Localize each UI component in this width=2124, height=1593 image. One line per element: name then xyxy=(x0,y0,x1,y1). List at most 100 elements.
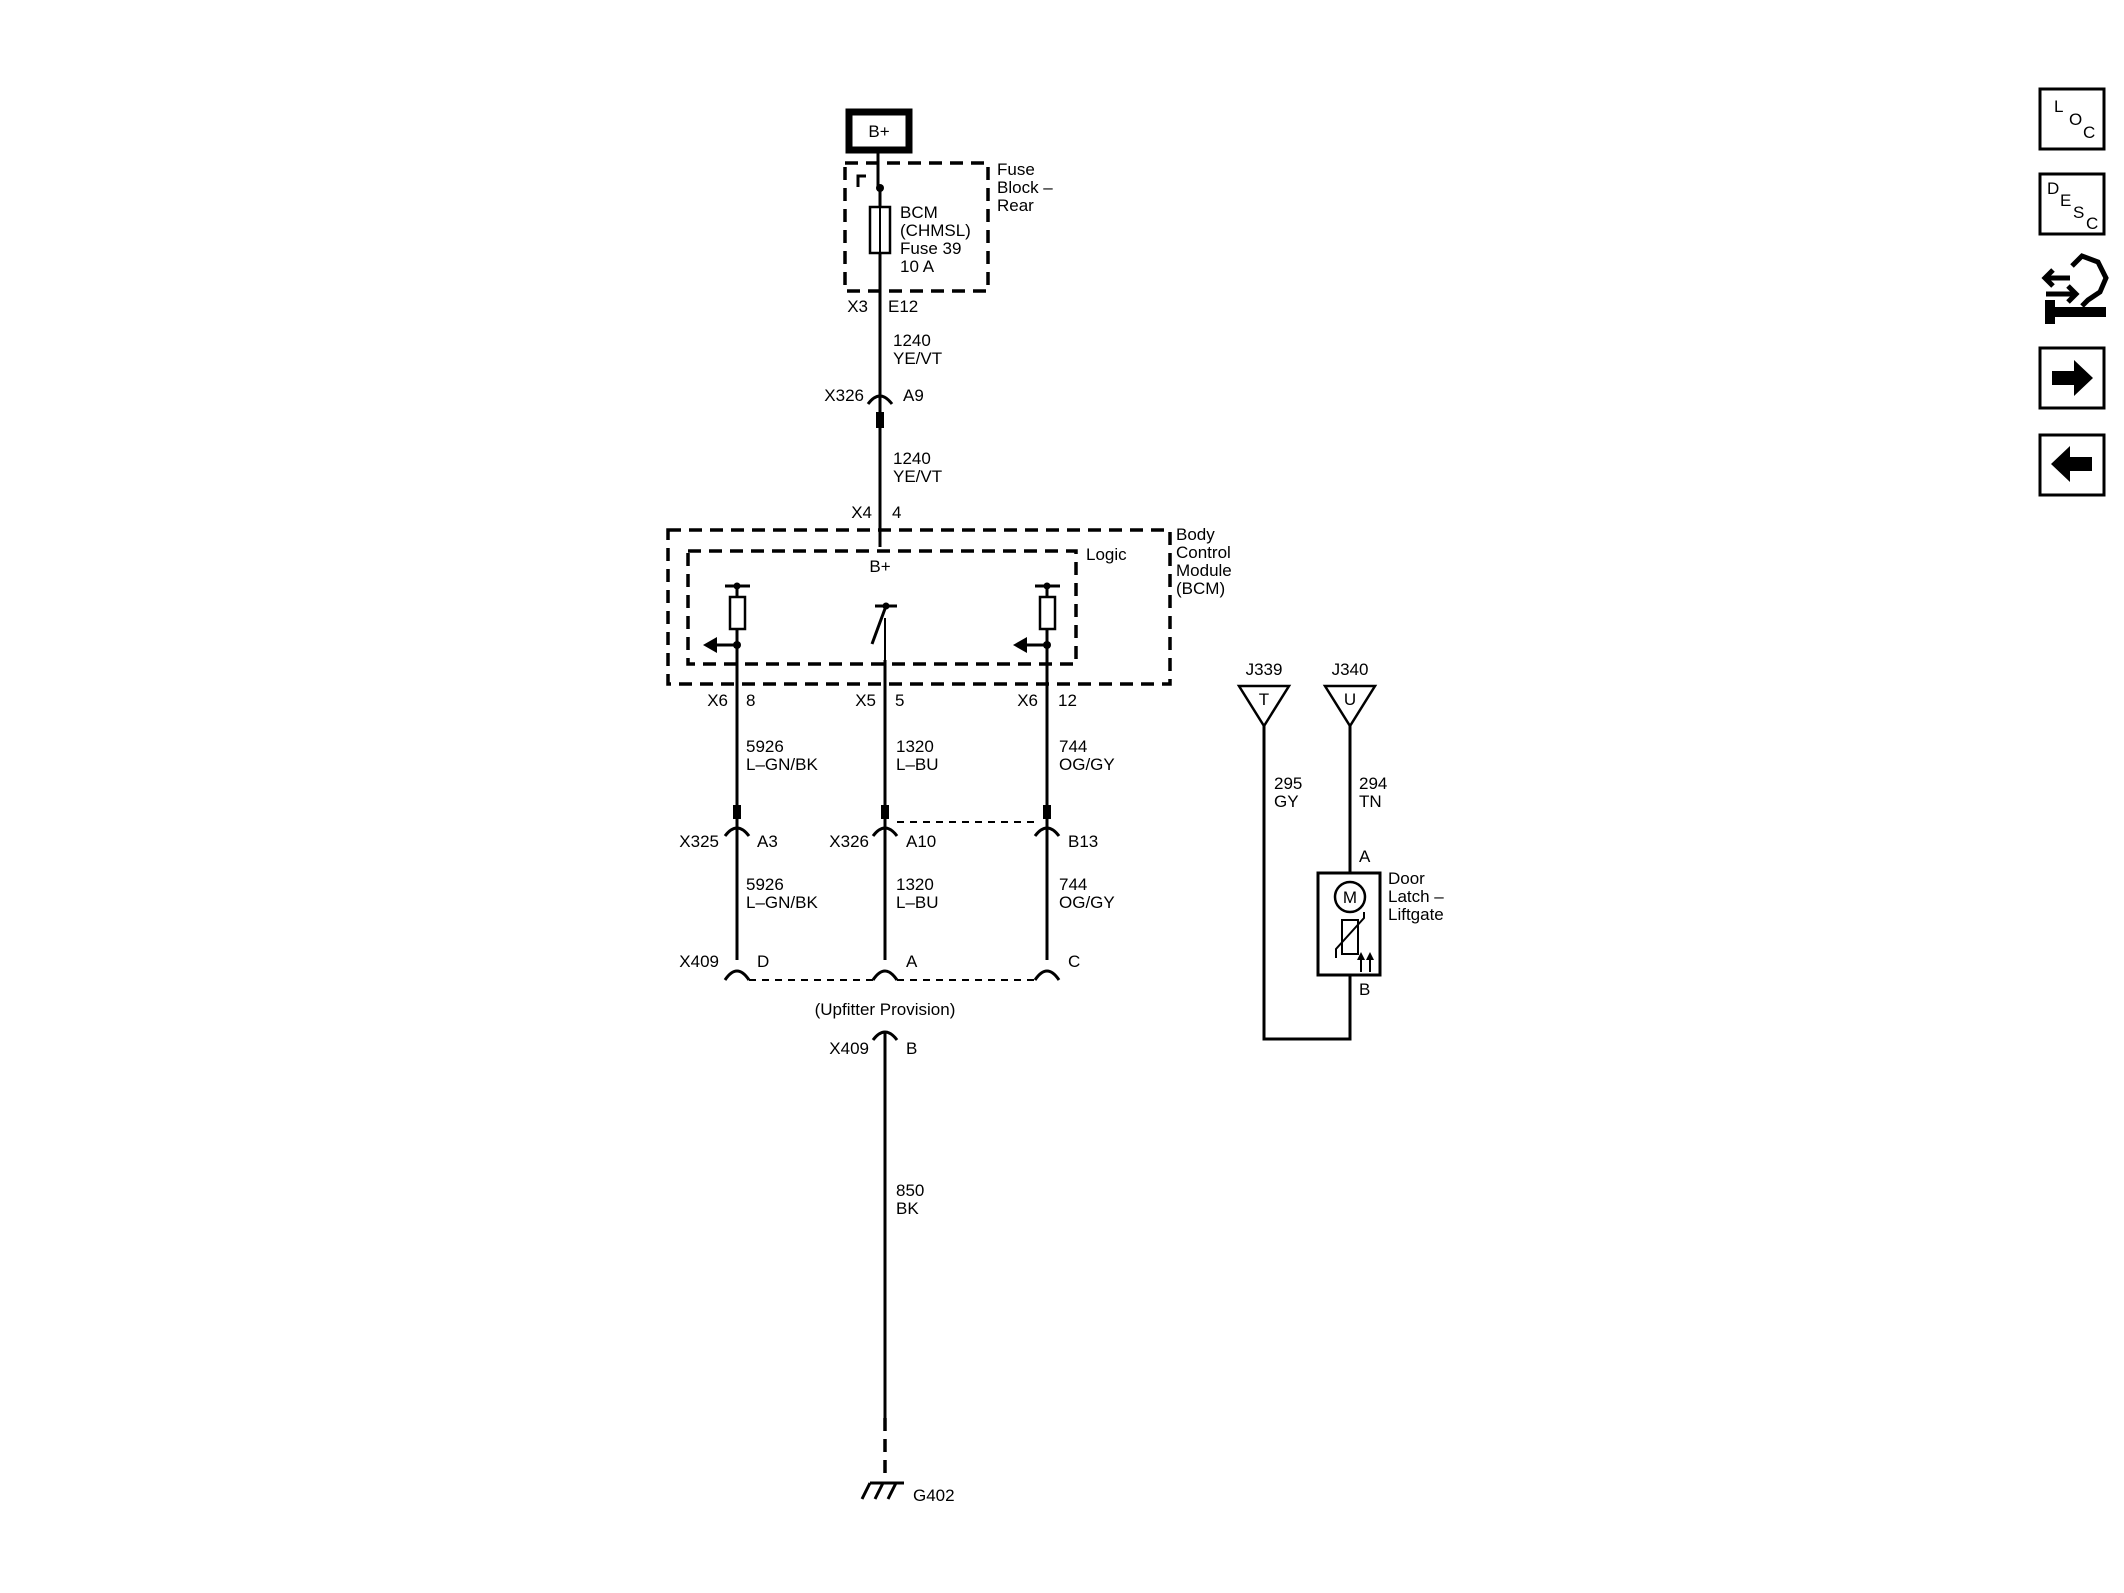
bcm-name-1: Body xyxy=(1176,525,1215,544)
previous-page-arrow-icon[interactable] xyxy=(2038,433,2106,497)
x409-b-conn: X409 xyxy=(829,1039,869,1058)
wire-1240-circuit-upper: 1240 xyxy=(893,331,931,350)
upfitter-provision-label: (Upfitter Provision) xyxy=(815,1000,956,1019)
wire-1240-color-lower: YE/VT xyxy=(893,467,942,486)
body-control-module: Body Control Module (BCM) Logic B+ xyxy=(666,525,1232,686)
motor-label: M xyxy=(1343,888,1357,907)
connector-end-view-icon[interactable] xyxy=(2041,253,2109,324)
j340-letter: U xyxy=(1344,690,1356,709)
wire-850-circuit: 850 xyxy=(896,1181,924,1200)
ground-icon xyxy=(860,1481,904,1500)
wire-5926-color-lower: L–GN/BK xyxy=(746,893,818,912)
j339-letter: T xyxy=(1259,690,1269,709)
description-button[interactable]: D E S C xyxy=(2038,172,2106,236)
fuse-label-2: (CHMSL) xyxy=(900,221,971,240)
out-left-conn: X6 xyxy=(707,691,728,710)
inline-left-pin: A3 xyxy=(757,832,778,851)
door-latch-name-1: Door xyxy=(1388,869,1425,888)
fuse-block-name-2: Block – xyxy=(997,178,1053,197)
fuse-label-3: Fuse 39 xyxy=(900,239,961,258)
fuse-block-pin: E12 xyxy=(888,297,918,316)
bcm-x4-pin: 4 xyxy=(892,503,901,522)
svg-text:E: E xyxy=(2060,191,2071,210)
logic-label: Logic xyxy=(1086,545,1127,564)
x409-label: X409 xyxy=(679,952,719,971)
out-mid-conn: X5 xyxy=(855,691,876,710)
x409-pin-a: A xyxy=(906,952,918,971)
wire-744-circuit-upper: 744 xyxy=(1059,737,1087,756)
out-left-pin: 8 xyxy=(746,691,755,710)
inline-mid-pin: A10 xyxy=(906,832,936,851)
inline-right-pin: B13 xyxy=(1068,832,1098,851)
wire-744-color-lower: OG/GY xyxy=(1059,893,1115,912)
wire-744-color-upper: OG/GY xyxy=(1059,755,1115,774)
out-right-conn: X6 xyxy=(1017,691,1038,710)
fuse-label-4: 10 A xyxy=(900,257,935,276)
fuse-block-name-1: Fuse xyxy=(997,160,1035,179)
wire-5926-color-upper: L–GN/BK xyxy=(746,755,818,774)
location-button[interactable]: L O C xyxy=(2038,87,2106,151)
bcm-name-4: (BCM) xyxy=(1176,579,1225,598)
wire-1240-circuit-lower: 1240 xyxy=(893,449,931,468)
door-latch-pin-b: B xyxy=(1359,980,1370,999)
ground-label: G402 xyxy=(913,1486,955,1505)
bcm-name-2: Control xyxy=(1176,543,1231,562)
inline-mid-conn: X326 xyxy=(829,832,869,851)
position-sensor-icon xyxy=(1335,912,1374,972)
out-right-pin: 12 xyxy=(1058,691,1077,710)
x409-pin-c: C xyxy=(1068,952,1080,971)
fuse-block-rear: Fuse Block – Rear BCM (CHMSL) Fuse 39 10… xyxy=(843,150,1053,316)
jumper-j340: J340 U xyxy=(1322,660,1378,729)
door-latch-liftgate: M A B Door Latch – Liftgate xyxy=(1316,847,1444,999)
bcm-bplus-label: B+ xyxy=(869,557,890,576)
wire-1320-color-lower: L–BU xyxy=(896,893,939,912)
wire-294-circuit: 294 xyxy=(1359,774,1387,793)
bcm-x4-connector: X4 xyxy=(851,503,872,522)
out-mid-pin: 5 xyxy=(895,691,904,710)
svg-text:C: C xyxy=(2086,214,2098,233)
inline-connectors-row xyxy=(723,805,1061,837)
fuse-block-name-3: Rear xyxy=(997,196,1034,215)
wire-1240-color-upper: YE/VT xyxy=(893,349,942,368)
output-driver-left xyxy=(703,582,750,653)
x409-b-pin: B xyxy=(906,1039,917,1058)
svg-text:D: D xyxy=(2047,179,2059,198)
x326-a9-name: X326 xyxy=(824,386,864,405)
wire-744-circuit-lower: 744 xyxy=(1059,875,1087,894)
fuse-block-connector: X3 xyxy=(847,297,868,316)
connector-x409 xyxy=(723,969,1061,981)
svg-text:L: L xyxy=(2054,97,2063,116)
svg-text:C: C xyxy=(2083,123,2095,142)
j340-name: J340 xyxy=(1332,660,1369,679)
wire-295 xyxy=(1262,726,1352,1041)
door-latch-name-2: Latch – xyxy=(1388,887,1444,906)
wire-295-color: GY xyxy=(1274,792,1299,811)
fuse-label-1: BCM xyxy=(900,203,938,222)
inline-left-conn: X325 xyxy=(679,832,719,851)
motor-icon: M xyxy=(1333,880,1367,914)
bplus-power-source: B+ xyxy=(845,108,913,154)
wire-295-circuit: 295 xyxy=(1274,774,1302,793)
output-driver-right xyxy=(1013,582,1060,653)
bplus-label: B+ xyxy=(868,122,889,141)
connector-x326-a9: X326 A9 xyxy=(824,386,924,428)
input-switch-middle xyxy=(870,602,897,660)
wire-1320-color-upper: L–BU xyxy=(896,755,939,774)
wire-5926-circuit-lower: 5926 xyxy=(746,875,784,894)
door-latch-pin-a: A xyxy=(1359,847,1371,866)
svg-text:S: S xyxy=(2073,203,2084,222)
door-latch-name-3: Liftgate xyxy=(1388,905,1444,924)
svg-text:O: O xyxy=(2069,110,2082,129)
wire-5926-circuit-upper: 5926 xyxy=(746,737,784,756)
bcm-name-3: Module xyxy=(1176,561,1232,580)
x409-pin-d: D xyxy=(757,952,769,971)
wire-1320-circuit-lower: 1320 xyxy=(896,875,934,894)
x326-a9-pin: A9 xyxy=(903,386,924,405)
next-page-arrow-icon[interactable] xyxy=(2038,346,2106,410)
jumper-j339: J339 T xyxy=(1236,660,1292,729)
wire-850-color: BK xyxy=(896,1199,919,1218)
wire-294-color: TN xyxy=(1359,792,1382,811)
wire-1320-circuit-upper: 1320 xyxy=(896,737,934,756)
j339-name: J339 xyxy=(1246,660,1283,679)
